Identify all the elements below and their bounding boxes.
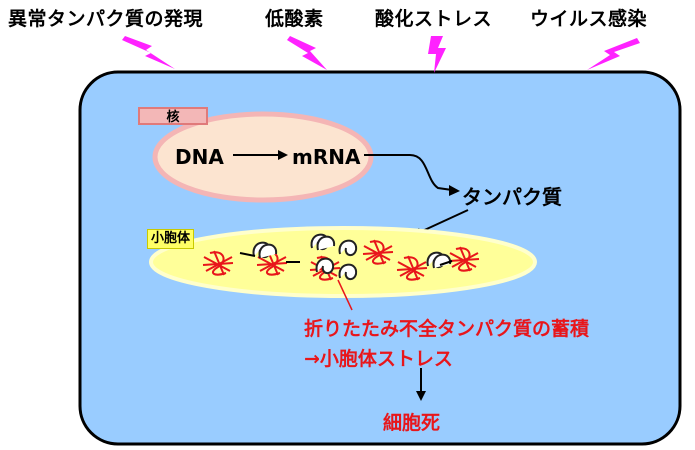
- stressor-oxidative-label: 酸化ストレス: [375, 8, 493, 30]
- chaperone-icons: [252, 233, 452, 280]
- er-label: 小胞体: [147, 229, 195, 249]
- protein-label: タンパク質: [462, 185, 562, 209]
- mrna-label: mRNA: [292, 145, 361, 169]
- misfolded-accumulation-label: 折りたたみ不全タンパク質の蓄積: [304, 318, 590, 340]
- arrowhead-icon: [416, 391, 426, 401]
- lightning-icon: [587, 38, 640, 70]
- import-arrow: [417, 209, 469, 234]
- nucleus-label: 核: [138, 107, 208, 125]
- lightning-icon: [287, 36, 327, 70]
- stressor-hypoxia-label: 低酸素: [265, 8, 324, 30]
- dna-label: DNA: [175, 145, 224, 169]
- stressor-abnormal-protein-label: 異常タンパク質の発現: [8, 8, 204, 30]
- endoplasmic-reticulum: [149, 226, 537, 298]
- callout-line: [337, 279, 353, 311]
- arrowhead-icon: [449, 185, 460, 196]
- translation-arrow: [364, 154, 453, 191]
- lightning-icon: [122, 36, 175, 69]
- polypeptide-strands: [239, 252, 453, 266]
- arrowhead-icon: [278, 150, 288, 160]
- cell-death-label: 細胞死: [383, 412, 441, 434]
- lightning-icon: [428, 36, 446, 73]
- stressor-viral-label: ウイルス感染: [530, 8, 648, 30]
- nucleus: [152, 111, 374, 203]
- er-stress-label: →小胞体ストレス: [304, 348, 453, 370]
